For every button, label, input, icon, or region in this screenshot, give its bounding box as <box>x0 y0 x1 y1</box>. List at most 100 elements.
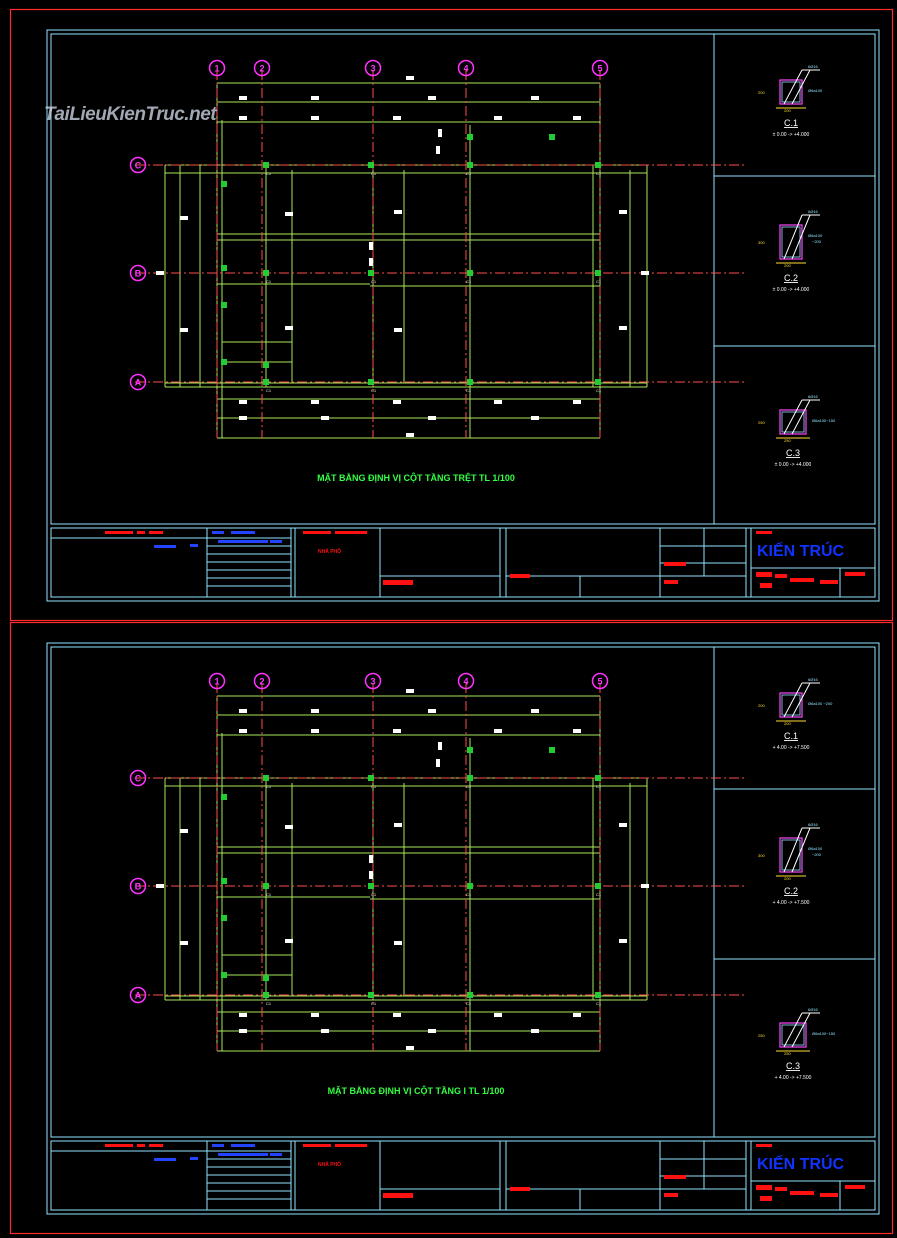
section-height: 300 <box>758 240 765 245</box>
column-square <box>263 379 269 385</box>
axis-bubble <box>129 156 147 174</box>
section-stirrup <box>781 81 801 103</box>
section-height: 250 <box>758 420 765 425</box>
section-bar: 6Ø16 <box>808 394 819 399</box>
axis-bubble-label: 5 <box>597 677 602 687</box>
dimension-mark <box>393 400 401 404</box>
blue-tag <box>212 531 224 534</box>
column-tag: C1 <box>466 388 472 393</box>
dimension-mark <box>394 328 402 332</box>
sheet-border <box>9 621 894 1235</box>
red-tag <box>845 1185 865 1189</box>
red-tag <box>149 531 163 534</box>
dimension-mark <box>321 416 329 420</box>
red-tag <box>760 583 772 588</box>
column-square <box>595 775 601 781</box>
axis-bubble <box>129 986 147 1004</box>
plan-title: MẶT BẰNG ĐỊNH VỊ CỘT TẦNG I TL 1/100 <box>328 1085 505 1096</box>
column-square <box>263 992 269 998</box>
axis-bubble-label: B <box>135 882 142 892</box>
section-name: C.1 <box>784 118 798 128</box>
axis-bubble <box>208 672 226 690</box>
dimension-mark <box>573 729 581 733</box>
dimension-mark <box>619 210 627 214</box>
dimension-mark <box>393 729 401 733</box>
red-tag <box>383 580 413 585</box>
dimension-mark <box>573 400 581 404</box>
dimension-mark <box>531 416 539 420</box>
column-tag: C1 <box>266 388 272 393</box>
dimension-mark <box>394 823 402 827</box>
column-square <box>549 134 555 140</box>
section-level: ± 0.00 -> +4.000 <box>773 132 810 138</box>
column-square <box>368 775 374 781</box>
plan-title: MẶT BẰNG ĐỊNH VỊ CỘT TẦNG TRỆT TL 1/100 <box>317 472 515 483</box>
column-square <box>595 162 601 168</box>
red-tag <box>820 1193 838 1197</box>
red-tag <box>510 574 530 578</box>
section-width: 200 <box>784 721 791 726</box>
red-tag <box>149 1144 163 1147</box>
axis-bubble-label: C <box>135 774 142 784</box>
section-outline <box>779 409 807 435</box>
brand-label: KIẾN TRÚC <box>757 541 845 560</box>
section-name: C.1 <box>784 731 798 741</box>
axis-bubble-label: 3 <box>370 677 375 687</box>
column-tag: C1 <box>371 784 377 789</box>
axis-bubble <box>591 672 609 690</box>
column-square <box>368 883 374 889</box>
column-square <box>467 747 473 753</box>
dimension-mark <box>180 829 188 833</box>
blue-tag <box>212 1144 224 1147</box>
dimension-mark <box>285 825 293 829</box>
column-square <box>263 362 269 368</box>
column-tag: C1 <box>266 784 272 789</box>
red-tag <box>335 531 367 534</box>
dimension-mark <box>573 1013 581 1017</box>
red-tag <box>105 531 133 534</box>
section-outline <box>779 79 803 105</box>
column-tag: C1 <box>266 279 272 284</box>
section-leader <box>791 682 811 718</box>
red-tag <box>664 580 678 584</box>
title-block-cell <box>294 527 501 598</box>
column-square <box>221 972 227 978</box>
column-tag: C1 <box>466 171 472 176</box>
project-label: NHÀ PHỐ <box>318 1161 341 1168</box>
column-square <box>595 270 601 276</box>
section-width: 200 <box>784 263 791 268</box>
column-tag: C1 <box>596 784 602 789</box>
dimension-mark <box>311 729 319 733</box>
title-block-cell <box>750 1140 876 1211</box>
column-square <box>549 747 555 753</box>
dimension-mark <box>156 884 164 888</box>
column-square <box>368 379 374 385</box>
column-square <box>263 975 269 981</box>
section-stirrup <box>781 694 801 716</box>
red-tag <box>756 1185 772 1190</box>
dimension-mark <box>285 212 293 216</box>
column-square <box>221 794 227 800</box>
column-square <box>221 302 227 308</box>
red-tag <box>664 1193 678 1197</box>
dimension-mark <box>369 258 373 266</box>
sheet-border <box>9 8 894 622</box>
axis-bubble <box>208 59 226 77</box>
axis-bubble <box>364 672 382 690</box>
section-bar: 6Ø16 <box>808 822 819 827</box>
red-tag <box>510 1187 530 1191</box>
section-bar: 6Ø16 <box>808 1007 819 1012</box>
blue-tag <box>190 544 198 547</box>
section-leader <box>783 69 803 105</box>
section-width: 250 <box>784 438 791 443</box>
watermark-text: TaiLieuKienTruc.net <box>44 104 217 125</box>
axis-bubble <box>253 672 271 690</box>
section-outline <box>779 1022 807 1048</box>
column-tag: C1 <box>466 892 472 897</box>
column-square <box>467 162 473 168</box>
section-leader <box>783 682 803 718</box>
axis-bubble-label: 2 <box>259 677 264 687</box>
